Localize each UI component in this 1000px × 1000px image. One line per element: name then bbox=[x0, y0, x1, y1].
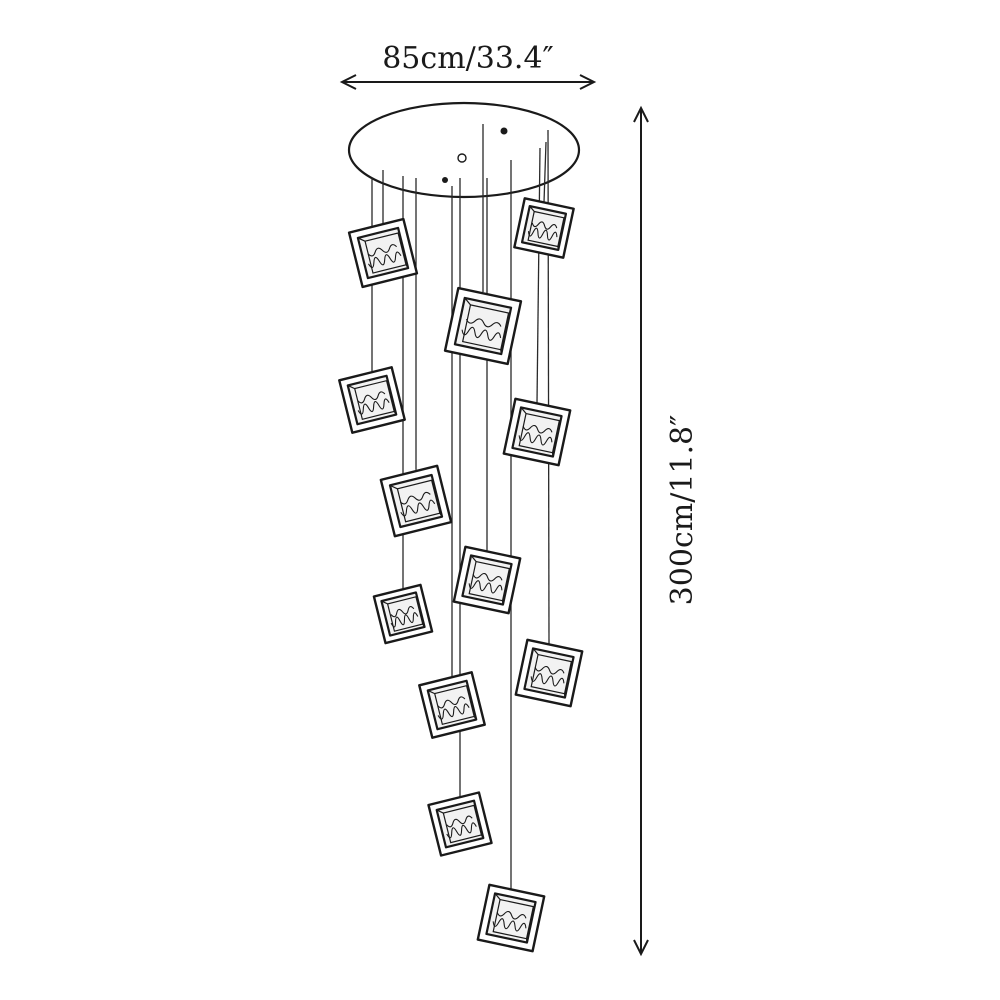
cube-edge bbox=[494, 893, 501, 900]
pendant-cube bbox=[502, 397, 572, 467]
cube-led-filament bbox=[518, 432, 553, 446]
cube-back-face bbox=[468, 560, 511, 602]
cube-edge bbox=[389, 484, 398, 490]
cube-led-filament bbox=[367, 251, 402, 269]
cube-led-filament bbox=[465, 318, 502, 328]
cube-edge bbox=[551, 452, 554, 457]
cube-led-filament bbox=[446, 822, 477, 839]
suspension-wires bbox=[371, 124, 550, 889]
cube-inner-frame bbox=[346, 374, 398, 426]
cube-led-filament bbox=[468, 580, 503, 594]
cube-led-filament bbox=[400, 499, 436, 517]
cube-edge bbox=[473, 716, 477, 720]
cube-back-face bbox=[530, 653, 573, 695]
cube-edge bbox=[381, 600, 388, 605]
cube-led-filament bbox=[531, 221, 558, 230]
height-label: 300cm/11.8″ bbox=[665, 415, 700, 606]
cube-inner-frame bbox=[453, 296, 513, 356]
cube-back-face bbox=[518, 412, 561, 454]
cube-inner-frame bbox=[426, 679, 478, 731]
pendant-cube bbox=[379, 464, 453, 538]
width-label: 85cm/33.4″ bbox=[382, 41, 554, 76]
cube-inner-frame bbox=[435, 799, 485, 849]
cube-led-filament bbox=[472, 573, 503, 582]
cube-edge bbox=[529, 205, 535, 212]
pendant-cube bbox=[476, 883, 546, 953]
pendant-cube bbox=[347, 217, 419, 289]
cube-edge bbox=[436, 809, 444, 814]
cube-back-face bbox=[527, 210, 565, 248]
cube-edge bbox=[480, 834, 484, 839]
cube-edge bbox=[470, 555, 477, 562]
cube-back-face bbox=[461, 304, 510, 351]
cube-back-face bbox=[433, 684, 475, 726]
cube-led-filament bbox=[390, 612, 419, 628]
cube-led-filament bbox=[461, 326, 502, 341]
pendant-cube bbox=[427, 791, 493, 857]
cube-led-filament bbox=[496, 911, 527, 920]
cube-edge bbox=[393, 411, 397, 415]
cube-led-filament bbox=[492, 918, 527, 932]
cube-edge bbox=[347, 384, 355, 390]
cube-led-filament bbox=[437, 703, 470, 720]
cube-led-filament bbox=[399, 491, 431, 505]
cube-led-filament bbox=[530, 673, 565, 687]
cube-edge bbox=[464, 297, 471, 306]
cube-back-face bbox=[492, 898, 535, 940]
cube-led-filament bbox=[367, 244, 397, 257]
cube-back-face bbox=[386, 596, 424, 632]
pendant-cube bbox=[418, 671, 486, 739]
cube-edge bbox=[501, 600, 504, 605]
cube-inner-frame bbox=[511, 406, 563, 458]
cube-led-filament bbox=[437, 696, 466, 709]
cube-edge bbox=[532, 648, 539, 655]
cube-led-filament bbox=[390, 606, 415, 618]
cube-edge bbox=[439, 512, 443, 517]
cube-led-filament bbox=[527, 227, 558, 241]
pendant-cube bbox=[372, 583, 434, 645]
cube-back-face bbox=[396, 479, 441, 523]
cube-edge bbox=[525, 938, 528, 943]
cube-edge bbox=[357, 237, 366, 242]
cube-edge bbox=[405, 264, 409, 269]
ceiling-canopy bbox=[347, 101, 581, 199]
cube-edge bbox=[557, 246, 559, 251]
cube-led-filament bbox=[446, 815, 473, 828]
pendant-cube bbox=[338, 366, 406, 434]
cube-inner-frame bbox=[388, 473, 444, 529]
pendant-cube bbox=[443, 286, 523, 366]
cube-inner-frame bbox=[356, 226, 410, 280]
pendant-cube bbox=[452, 545, 522, 615]
cube-edge bbox=[427, 689, 435, 695]
cube-back-face bbox=[364, 232, 407, 274]
cube-inner-frame bbox=[461, 554, 513, 606]
cube-led-filament bbox=[357, 391, 386, 404]
suspension-wire bbox=[543, 141, 547, 203]
suspension-wire bbox=[536, 147, 541, 403]
cube-back-face bbox=[442, 804, 483, 844]
pendant-cubes bbox=[338, 197, 584, 953]
cube-led-filament bbox=[357, 398, 390, 415]
cube-inner-frame bbox=[523, 647, 575, 699]
cube-led-filament bbox=[534, 666, 565, 675]
cube-inner-frame bbox=[520, 204, 568, 252]
width-dimension: 85cm/33.4″ bbox=[339, 41, 597, 90]
pendant-cube bbox=[513, 197, 575, 259]
cube-edge bbox=[500, 349, 502, 355]
cube-edge bbox=[520, 407, 527, 414]
cube-inner-frame bbox=[485, 892, 537, 944]
height-dimension: 300cm/11.8″ bbox=[633, 105, 700, 957]
cube-back-face bbox=[353, 379, 395, 421]
cube-edge bbox=[422, 623, 426, 628]
cube-edge bbox=[563, 693, 566, 698]
cube-inner-frame bbox=[380, 591, 426, 637]
pendant-cube bbox=[514, 638, 584, 708]
cube-led-filament bbox=[522, 425, 553, 434]
